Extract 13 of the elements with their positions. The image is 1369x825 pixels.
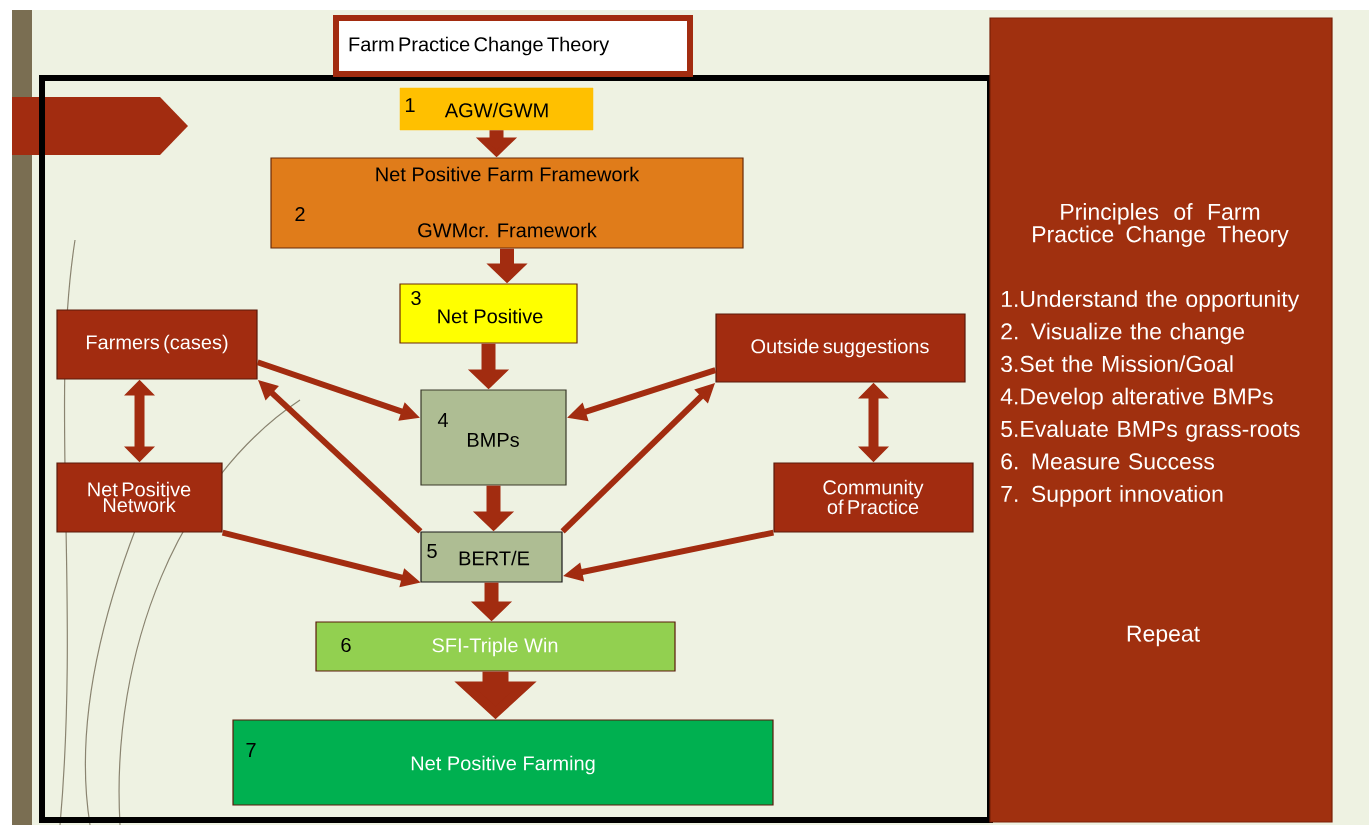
side-panel: Principles of Farm Practice Change Theory 1.Understand the opportunity 2. Visualize the change 3.Set the Mission/Goal 4.Develop alterative BMPs 5.Evaluate BMPs grass-roots 6. Measure Success 7. Support innovation Repeat [989, 17, 1333, 823]
process-box: Net Positive Farm Framework 2 GWMcr. Framework [270, 157, 744, 249]
process-box: 3 Net Positive [399, 283, 578, 344]
process-box: 7 Net Positive Farming [232, 719, 774, 806]
process-box: Farmers (cases) [56, 309, 258, 380]
process-box: Community of Practice [773, 462, 974, 533]
process-box: 1 AGW/GWM [399, 87, 594, 131]
process-box: Net Positive Network [56, 462, 223, 533]
process-box: 5 BERT/E [420, 531, 563, 583]
process-box: 4 BMPs [420, 389, 567, 486]
process-box: Outside suggestions [715, 313, 966, 383]
title-box: Farm Practice Change Theory [333, 15, 693, 77]
process-box: 6 SFI-Triple Win [315, 621, 676, 672]
